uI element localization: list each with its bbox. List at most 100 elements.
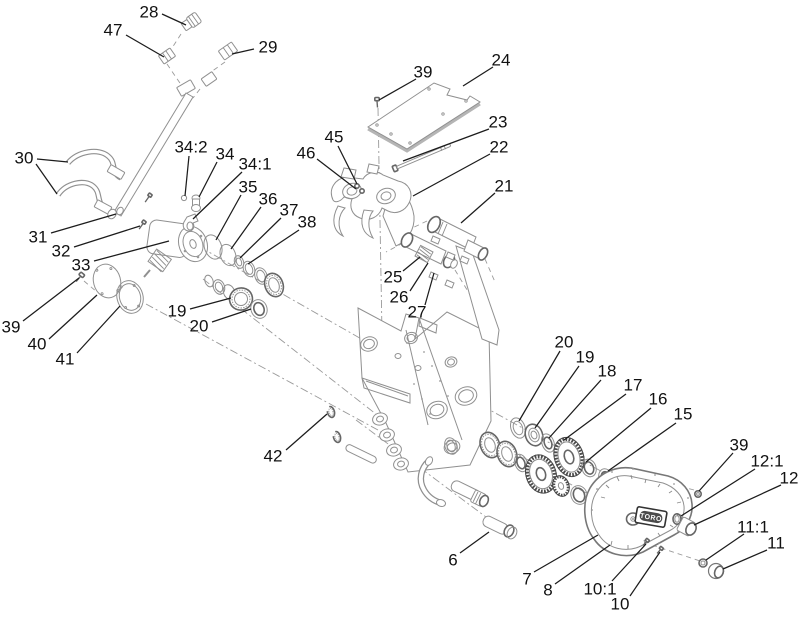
part-callout-46-9: 46 bbox=[297, 144, 357, 190]
svg-text:36: 36 bbox=[259, 190, 278, 209]
svg-text:19: 19 bbox=[168, 302, 187, 321]
svg-text:34:2: 34:2 bbox=[174, 138, 207, 157]
screw-46 bbox=[353, 183, 360, 190]
bolt-32 bbox=[138, 219, 147, 230]
svg-text:42: 42 bbox=[264, 447, 283, 466]
svg-text:24: 24 bbox=[492, 51, 511, 70]
gearbox-cover-7-8: TORO bbox=[584, 466, 725, 580]
part-callout-42-26: 42 bbox=[264, 413, 328, 466]
part-callout-17-33: 17 bbox=[563, 376, 643, 441]
part-callout-11_1-39: 11:1 bbox=[705, 518, 769, 561]
part-callout-32-19: 32 bbox=[52, 225, 141, 261]
part-callout-33-20: 33 bbox=[72, 240, 170, 275]
gear-train-15-20 bbox=[444, 417, 614, 505]
part-callout-24-4: 24 bbox=[462, 51, 511, 87]
svg-text:28: 28 bbox=[140, 3, 159, 22]
svg-text:46: 46 bbox=[297, 144, 316, 163]
shaft-6 bbox=[345, 444, 518, 540]
cylinder-21 bbox=[426, 215, 489, 261]
part-callout-18-32: 18 bbox=[548, 362, 617, 439]
svg-text:26: 26 bbox=[390, 288, 409, 307]
svg-text:20: 20 bbox=[555, 333, 574, 352]
spring-coil bbox=[147, 248, 173, 273]
nut-11-1 bbox=[698, 558, 708, 568]
fittings-28-47-29 bbox=[158, 12, 238, 87]
plug-11 bbox=[707, 562, 725, 580]
plug-12 bbox=[676, 516, 697, 537]
part-callout-11-40: 11 bbox=[722, 534, 785, 570]
main-frame bbox=[357, 245, 500, 473]
svg-text:23: 23 bbox=[489, 113, 508, 132]
part-callout-25-27: 25 bbox=[384, 256, 421, 287]
svg-text:39: 39 bbox=[730, 436, 749, 455]
svg-text:27: 27 bbox=[408, 303, 427, 322]
part-callout-35-14: 35 bbox=[215, 178, 258, 241]
hydraulic-tube bbox=[113, 79, 196, 217]
part-callout-39-3: 39 bbox=[378, 63, 432, 101]
part-callout-38-17: 38 bbox=[247, 213, 316, 265]
part-callout-20-30: 20 bbox=[518, 333, 574, 422]
svg-text:22: 22 bbox=[490, 138, 509, 157]
svg-text:12:1: 12:1 bbox=[750, 452, 783, 471]
part-callout-7-42: 7 bbox=[522, 534, 599, 589]
svg-text:19: 19 bbox=[576, 348, 595, 367]
svg-text:40: 40 bbox=[28, 335, 47, 354]
part-callout-34_2-11: 34:2 bbox=[174, 138, 208, 197]
svg-text:20: 20 bbox=[190, 317, 209, 336]
svg-text:30: 30 bbox=[15, 149, 34, 168]
svg-text:15: 15 bbox=[674, 405, 693, 424]
part-callout-34-12: 34 bbox=[198, 145, 235, 198]
part-callout-26-28: 26 bbox=[390, 262, 429, 307]
spring-25 bbox=[414, 244, 434, 264]
part-callout-45-8: 45 bbox=[325, 128, 358, 185]
part-callout-40-22: 40 bbox=[28, 294, 98, 354]
svg-text:47: 47 bbox=[104, 21, 123, 40]
toro-logo-text: TORO bbox=[639, 513, 662, 524]
svg-text:25: 25 bbox=[384, 268, 403, 287]
part-callout-20-25: 20 bbox=[190, 308, 252, 336]
svg-text:8: 8 bbox=[543, 581, 552, 600]
svg-text:12: 12 bbox=[780, 469, 799, 488]
washer-12-1 bbox=[672, 512, 682, 525]
part-callout-23-5: 23 bbox=[402, 113, 508, 162]
svg-text:35: 35 bbox=[239, 178, 258, 197]
svg-text:33: 33 bbox=[72, 256, 91, 275]
cover-8 bbox=[591, 475, 685, 550]
gear-small bbox=[552, 475, 570, 497]
part-callout-12_1-37: 12:1 bbox=[680, 452, 784, 517]
hydraulic-motor-33 bbox=[138, 192, 209, 278]
svg-text:6: 6 bbox=[448, 551, 457, 570]
part-callout-27-29: 27 bbox=[408, 272, 435, 322]
svg-text:34: 34 bbox=[216, 145, 235, 164]
fitting-34 bbox=[191, 194, 201, 212]
part-callout-22-6: 22 bbox=[412, 138, 509, 197]
svg-text:10: 10 bbox=[611, 595, 630, 614]
svg-text:18: 18 bbox=[598, 362, 617, 381]
bearing-stack-19-20 bbox=[204, 274, 268, 319]
svg-text:17: 17 bbox=[624, 376, 643, 395]
svg-text:11: 11 bbox=[767, 534, 785, 553]
seal-stack-35-38 bbox=[203, 234, 285, 298]
svg-text:16: 16 bbox=[649, 390, 668, 409]
svg-text:7: 7 bbox=[522, 570, 531, 589]
part-callout-47-1: 47 bbox=[104, 21, 165, 58]
svg-text:37: 37 bbox=[280, 201, 299, 220]
part-callout-15-35: 15 bbox=[607, 405, 693, 472]
part-callout-36-15: 36 bbox=[230, 190, 278, 250]
toro-logo-badge: TORO bbox=[634, 506, 668, 528]
part-callout-12-38: 12 bbox=[693, 469, 799, 526]
part-callout-10-45: 10 bbox=[611, 551, 661, 614]
hoses-30 bbox=[55, 148, 126, 220]
part-callout-39-36: 39 bbox=[698, 436, 749, 492]
part-callout-16-34: 16 bbox=[585, 390, 668, 463]
ring-34-2 bbox=[180, 194, 188, 202]
part-callout-41-23: 41 bbox=[56, 305, 121, 369]
svg-text:21: 21 bbox=[495, 177, 514, 196]
part-callout-31-18: 31 bbox=[29, 213, 117, 247]
plate-40-ring-41 bbox=[75, 263, 144, 314]
gear-18 bbox=[525, 454, 557, 494]
gear-17 bbox=[553, 436, 585, 478]
part-callout-30-10: 30 bbox=[15, 149, 69, 195]
screw-10 bbox=[656, 545, 665, 554]
